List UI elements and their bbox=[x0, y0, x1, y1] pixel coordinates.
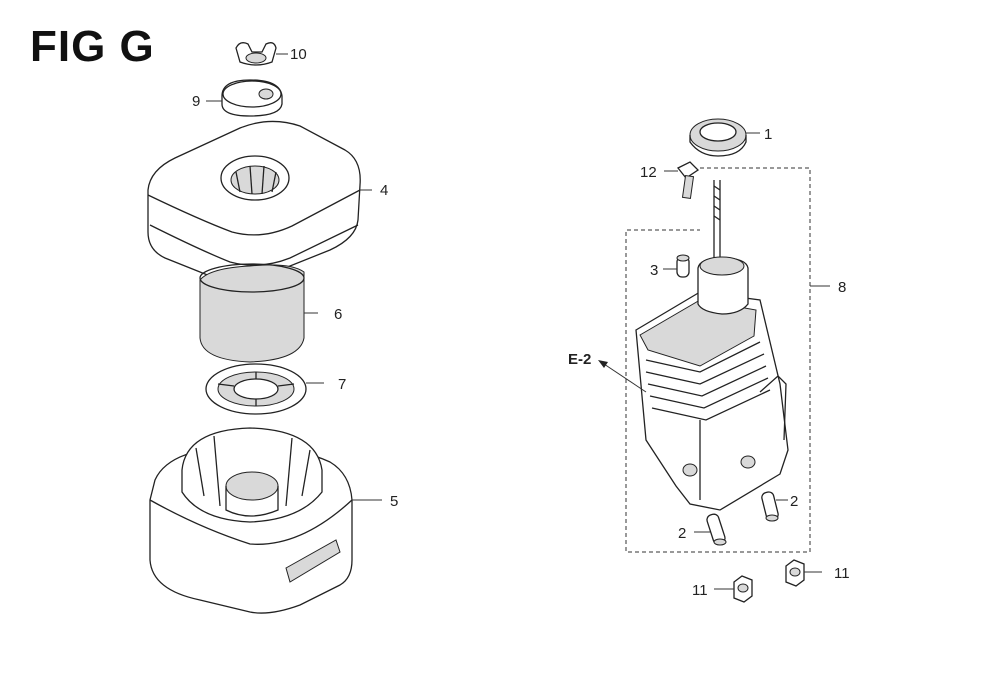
callout-6: 6 bbox=[334, 306, 342, 323]
filter-element-part bbox=[199, 263, 305, 363]
callout-5: 5 bbox=[390, 493, 398, 510]
callout-2-right: 2 bbox=[790, 493, 798, 510]
gasket-part bbox=[205, 363, 307, 415]
nut-11b-part bbox=[785, 559, 805, 587]
callout-1: 1 bbox=[764, 126, 772, 143]
pin-part bbox=[676, 254, 690, 278]
nut-11a-part bbox=[733, 575, 753, 603]
air-cleaner-case-part bbox=[149, 427, 353, 614]
muffler-assembly-group bbox=[625, 167, 811, 553]
callout-4: 4 bbox=[380, 182, 388, 199]
callout-2-lower: 2 bbox=[678, 525, 686, 542]
washer-part bbox=[221, 79, 283, 117]
bolt-part bbox=[676, 161, 700, 200]
callout-10: 10 bbox=[290, 46, 307, 63]
callout-11-left: 11 bbox=[692, 582, 708, 599]
callout-8: 8 bbox=[838, 279, 846, 296]
pin-2a-part bbox=[706, 513, 727, 546]
air-cleaner-cover-part bbox=[147, 120, 361, 283]
pin-2b-part bbox=[761, 491, 779, 522]
wing-nut-part bbox=[235, 42, 277, 66]
callout-12: 12 bbox=[640, 164, 657, 181]
callout-3: 3 bbox=[650, 262, 658, 279]
gasket-ring-part bbox=[689, 118, 747, 157]
figure-title: FIG G bbox=[30, 22, 155, 71]
callout-7: 7 bbox=[338, 376, 346, 393]
reference-e2-label: E-2 bbox=[568, 351, 591, 368]
callout-11-right: 11 bbox=[834, 565, 850, 582]
callout-9: 9 bbox=[192, 93, 200, 110]
